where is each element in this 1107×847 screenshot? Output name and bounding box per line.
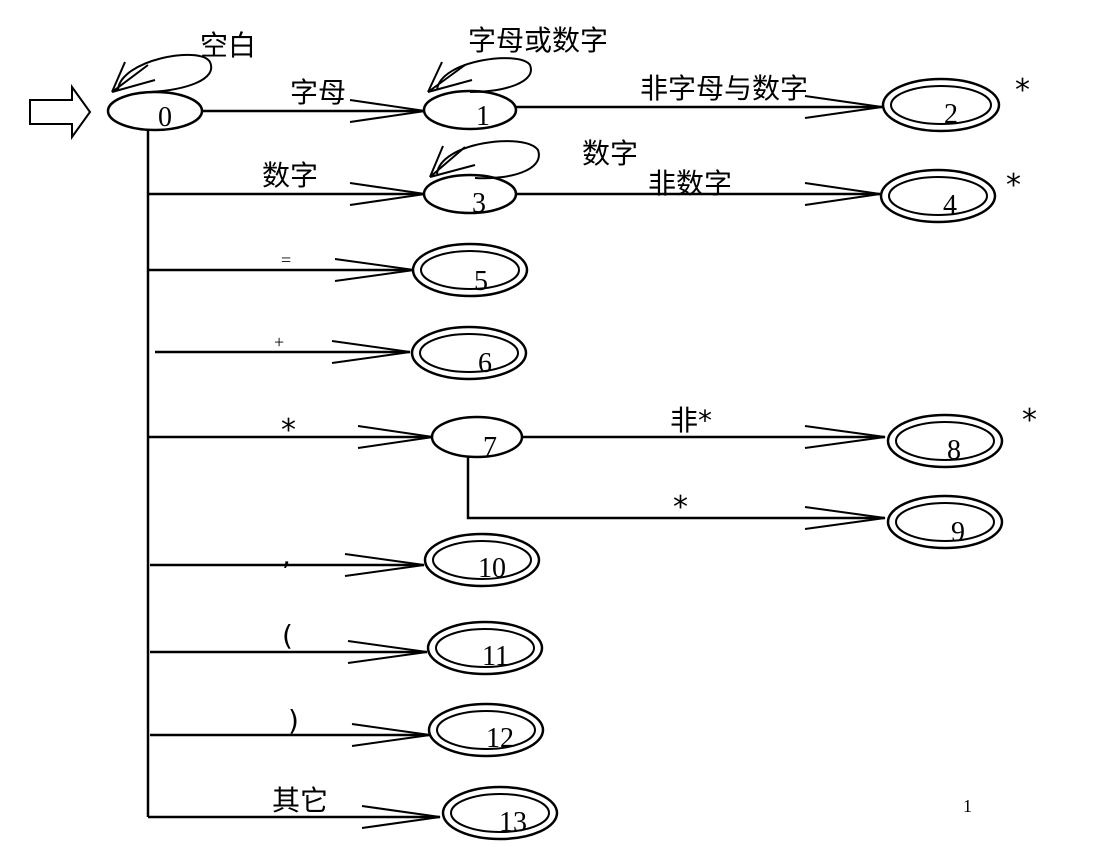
- state-4-retract: *: [1006, 168, 1021, 203]
- state-9-label: 9: [951, 517, 965, 548]
- label-t03: 数字: [262, 159, 318, 192]
- state-0: [106, 90, 204, 132]
- self-loop-1: [436, 57, 532, 93]
- state-5-label: 5: [474, 266, 488, 297]
- state-3-label: 3: [472, 188, 486, 219]
- state-2-inner: [890, 85, 992, 125]
- state-4-label: 4: [943, 190, 957, 221]
- page-number: 1: [963, 796, 972, 816]
- state-10-label: 10: [478, 553, 506, 584]
- label-t06: +: [274, 332, 284, 352]
- edge-7-9: [466, 456, 885, 520]
- self-loop-3-arrowhead: [429, 145, 476, 178]
- label-t78: 非*: [670, 404, 712, 437]
- label-t33: 数字: [582, 137, 638, 170]
- state-11-label: 11: [482, 641, 509, 672]
- state-11: [426, 620, 544, 676]
- state-11-inner: [435, 628, 535, 668]
- state-2-label: 2: [944, 99, 958, 130]
- edge-0-13-arrow: [361, 805, 441, 829]
- state-3: [422, 173, 518, 215]
- state-1-label: 1: [476, 101, 490, 132]
- state-6-inner: [419, 333, 519, 373]
- self-loop-1-arrowhead: [427, 61, 473, 93]
- state-12-label: 12: [486, 723, 514, 754]
- state-4-inner: [888, 176, 988, 216]
- state-0-label: 0: [158, 102, 172, 133]
- state-6: [410, 325, 528, 381]
- label-t00: 空白: [200, 29, 256, 62]
- state-5-inner: [420, 250, 520, 290]
- self-loop-0: [117, 53, 213, 93]
- state-12: [427, 702, 545, 758]
- label-t05: =: [281, 250, 291, 270]
- start-arrow: [29, 83, 92, 141]
- state-7-label: 7: [483, 432, 497, 463]
- edge-0-6-arrow: [331, 340, 411, 364]
- state-1: [422, 89, 518, 131]
- state-8-label: 8: [947, 435, 961, 466]
- edge-7-8-arrow: [804, 425, 886, 449]
- state-9-inner: [895, 502, 995, 542]
- label-t79: *: [673, 490, 688, 525]
- label-t010: ,: [282, 539, 291, 572]
- edge-7-9-arrow: [804, 506, 886, 530]
- state-8-retract: *: [1022, 403, 1037, 438]
- edge-0-11-arrow: [347, 640, 428, 664]
- state-10: [423, 532, 541, 588]
- state-4: [879, 168, 997, 224]
- state-5: [411, 242, 529, 298]
- label-t12: 非字母与数字: [640, 72, 808, 105]
- state-13-inner: [450, 793, 550, 833]
- state-2-retract: *: [1015, 73, 1030, 108]
- state-9: [886, 494, 1004, 550]
- label-t34: 非数字: [648, 167, 732, 200]
- state-8: [886, 413, 1004, 469]
- label-t01: 字母: [290, 76, 346, 109]
- state-8-inner: [895, 421, 995, 461]
- state-6-label: 6: [478, 348, 492, 379]
- state-7: [430, 415, 524, 459]
- self-loop-0-arrowhead: [111, 61, 156, 93]
- label-t11: 字母或数字: [468, 24, 608, 57]
- state-2: [881, 77, 1001, 133]
- label-t012: ): [288, 704, 299, 737]
- state-13: [441, 785, 559, 841]
- edge-0-10-arrow: [344, 553, 425, 577]
- label-t013: 其它: [272, 784, 328, 817]
- state-12-inner: [436, 710, 536, 750]
- state-13-label: 13: [499, 807, 527, 838]
- self-loop-3: [436, 140, 540, 180]
- label-t011: (: [282, 619, 293, 652]
- label-t07: *: [281, 413, 296, 448]
- state-10-inner: [432, 540, 532, 580]
